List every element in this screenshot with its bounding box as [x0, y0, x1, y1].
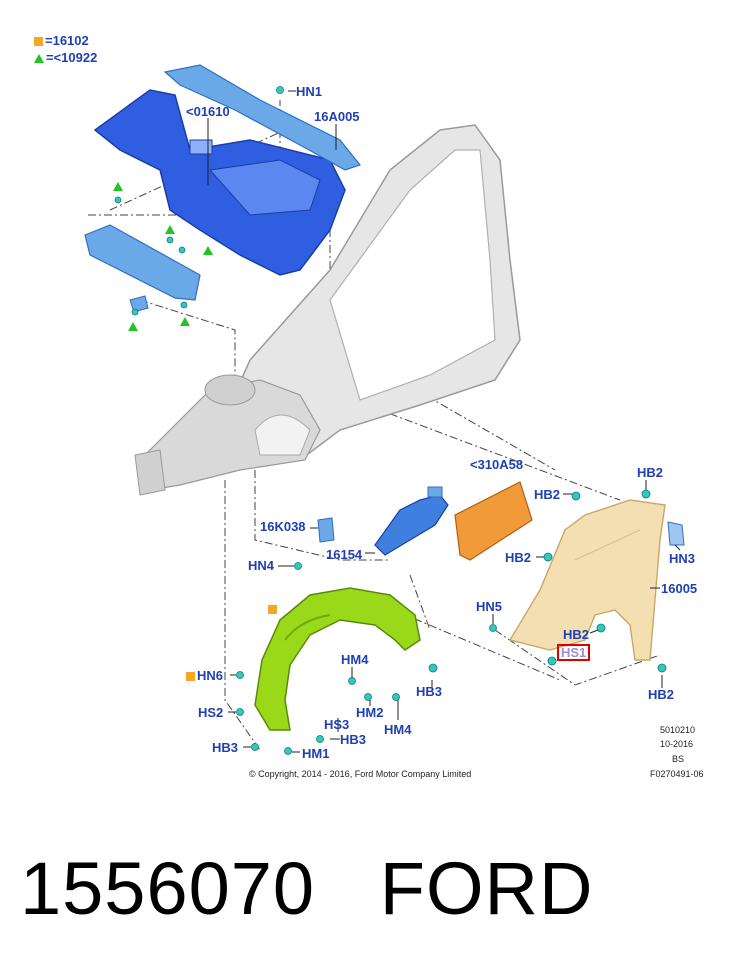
callout-16154: 16154 [326, 547, 363, 562]
square-marker [268, 605, 277, 614]
legend-label: =16102 [45, 33, 89, 48]
body-side-structure [134, 124, 521, 496]
bracket-16154 [374, 486, 449, 556]
callout-hn1: HN1 [296, 84, 323, 99]
callout-hn3: HN3 [669, 551, 696, 566]
callout-hs2: HS2 [198, 705, 224, 720]
callout-hn6-label: HN6 [197, 668, 224, 683]
doc-date: 10-2016 [660, 739, 694, 749]
lower-brace [84, 224, 201, 313]
fasteners [114, 86, 667, 755]
part-number: 1556070 [20, 847, 316, 930]
legend-label: =<10922 [46, 50, 98, 65]
callout-16005: 16005 [661, 581, 698, 596]
copyright-text: © Copyright, 2014 - 2016, Ford Motor Com… [249, 769, 472, 779]
callout-hm2: HM2 [356, 705, 384, 720]
callout-hb3-left: HB3 [212, 740, 239, 755]
callout-16k038: 16K038 [260, 519, 306, 534]
square-icon [186, 672, 195, 682]
callout-hs1-highlighted[interactable]: HS1 [557, 644, 591, 661]
doc-code-1: 5010210 [660, 725, 696, 735]
triangle-icon [34, 54, 44, 64]
square-icon [34, 37, 43, 47]
callout-hm4-lower: HM4 [384, 722, 412, 737]
callout-hb2-upper: HB2 [534, 487, 561, 502]
callout-hb2-lower: HB2 [563, 627, 590, 642]
callout-hn5: HN5 [476, 599, 503, 614]
leader-lines [88, 100, 661, 751]
wheel-arch-liner [254, 587, 421, 731]
part-caption: 1556070 FORD [20, 852, 593, 926]
doc-code-2: BS [672, 754, 685, 764]
callout-hb3-mid: HB3 [340, 732, 367, 747]
cowl-bar [163, 64, 362, 171]
brand-name: FORD [379, 847, 594, 930]
callout-hm1: HM1 [302, 746, 330, 761]
callout-01610: <01610 [186, 104, 230, 119]
callout-hm4-upper: HM4 [341, 652, 369, 667]
callout-310a58: <310A58 [470, 457, 524, 472]
callout-16a005: 16A005 [314, 109, 360, 124]
figure-number: F0270491-06 [650, 769, 704, 779]
callout-hb2-top-right: HB2 [637, 465, 664, 480]
dash-panel [93, 89, 346, 276]
callout-hb2-bottom: HB2 [648, 687, 675, 702]
callout-hn6: HN6 [186, 669, 223, 682]
bracket-16k038 [317, 517, 335, 543]
callout-hb2-mid: HB2 [505, 550, 532, 565]
triangle-markers [113, 182, 213, 331]
legend-row-triangle: =<10922 [34, 51, 97, 64]
legend-row-square: =16102 [34, 34, 89, 47]
callout-hb3-right: HB3 [416, 684, 443, 699]
callout-leaders [207, 90, 681, 753]
heat-shield [454, 481, 533, 561]
callout-hn4: HN4 [248, 558, 275, 573]
front-fender [508, 499, 685, 661]
callout-hs3: HS3 [324, 717, 350, 732]
